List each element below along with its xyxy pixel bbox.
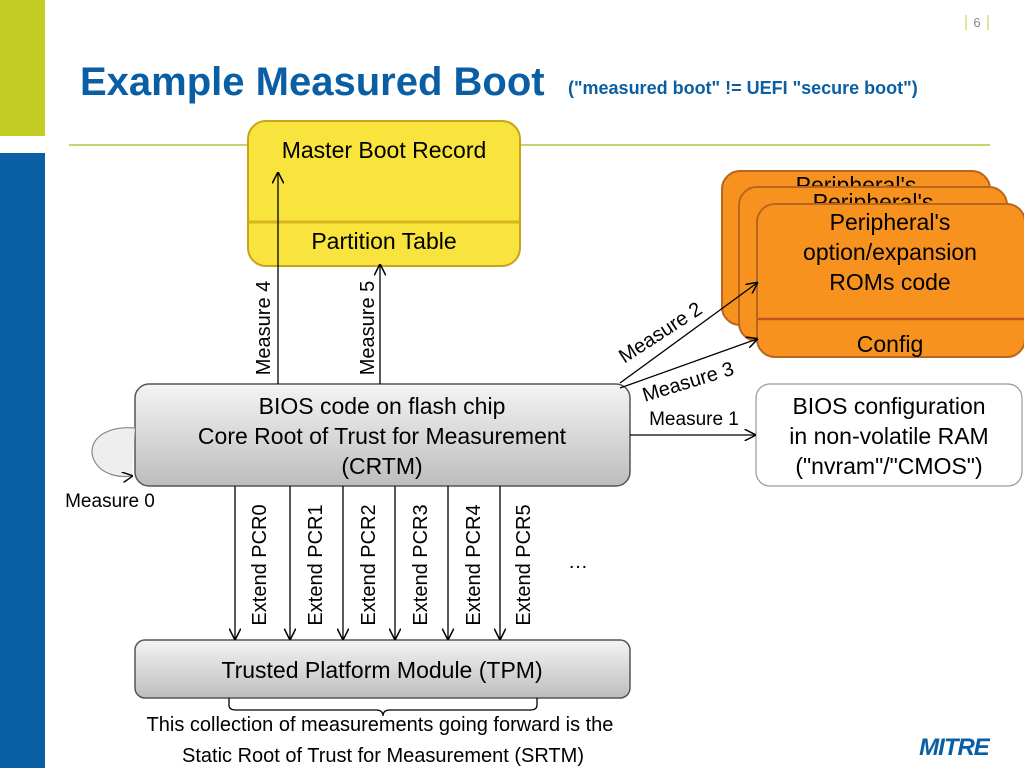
bios-box: BIOS code on flash chip Core Root of Tru…	[134, 383, 631, 487]
rom-label-2: option/expansion	[803, 239, 977, 265]
caption-line-2: Static Root of Trust for Measurement (SR…	[182, 745, 584, 767]
rom-label-1: Peripheral's	[830, 209, 951, 235]
bios-label-1: BIOS code on flash chip	[259, 393, 506, 419]
measure-4-label: Measure 4	[253, 281, 275, 376]
extend-pcr0-label: Extend PCR0	[249, 504, 271, 625]
partition-table-label: Partition Table	[311, 228, 456, 254]
rom-label-3: ROMs code	[829, 269, 950, 295]
page-subtitle: ("measured boot" != UEFI "secure boot")	[568, 78, 918, 98]
tpm-label: Trusted Platform Module (TPM)	[221, 657, 542, 683]
nvram-label-1: BIOS configuration	[792, 393, 985, 419]
srtm-bracket	[228, 698, 538, 717]
mbr-label: Master Boot Record	[282, 137, 487, 163]
nvram-label-2: in non-volatile RAM	[789, 423, 988, 449]
extend-pcr5-label: Extend PCR5	[513, 504, 535, 625]
measure-0-label: Measure 0	[65, 491, 155, 512]
rom-box-front: Peripheral's option/expansion ROMs code …	[756, 203, 1024, 358]
extend-pcr3-label: Extend PCR3	[410, 504, 432, 625]
bios-label-2: Core Root of Trust for Measurement	[198, 423, 567, 449]
measure-3-label: Measure 3	[640, 358, 737, 407]
measure-2-arrow	[619, 283, 757, 384]
measure-0-loop-arrow	[91, 427, 136, 477]
accent-bar-green	[0, 0, 45, 136]
extend-pcr2-label: Extend PCR2	[358, 504, 380, 625]
page-number: 6	[973, 15, 980, 30]
measure-5-label: Measure 5	[357, 281, 379, 376]
tpm-box: Trusted Platform Module (TPM)	[134, 639, 631, 699]
extend-pcr1-label: Extend PCR1	[305, 504, 327, 625]
mbr-box: Master Boot Record Partition Table	[247, 120, 521, 267]
measure-2-label: Measure 2	[615, 298, 706, 368]
pcr-arrows	[235, 486, 500, 639]
measure-1-label: Measure 1	[649, 409, 739, 430]
accent-bar-blue	[0, 153, 45, 768]
rom-config-label: Config	[857, 331, 923, 357]
bios-label-3: (CRTM)	[341, 453, 422, 479]
caption-line-1: This collection of measurements going fo…	[147, 714, 614, 736]
more-pcrs-ellipsis: …	[568, 551, 588, 573]
nvram-box: BIOS configuration in non-volatile RAM (…	[755, 383, 1023, 487]
extend-pcr4-label: Extend PCR4	[463, 504, 485, 625]
mitre-logo: MITRE	[919, 734, 991, 761]
measure-3-arrow	[619, 339, 757, 389]
page-title: Example Measured Boot	[80, 60, 545, 104]
nvram-label-3: ("nvram"/"CMOS")	[795, 453, 982, 479]
